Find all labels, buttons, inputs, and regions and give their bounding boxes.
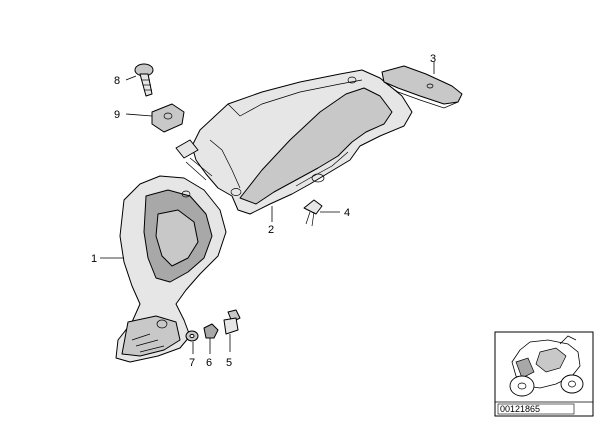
part-7-washer bbox=[185, 330, 199, 342]
part-4-clip bbox=[303, 199, 323, 227]
callout-3: 3 bbox=[430, 53, 436, 65]
callout-9: 9 bbox=[114, 109, 120, 121]
leader-lines bbox=[100, 62, 435, 354]
part-5-bolt bbox=[223, 309, 241, 335]
callout-6: 6 bbox=[206, 357, 212, 369]
callout-8: 8 bbox=[114, 75, 120, 87]
part-2-rear-inner-cover bbox=[175, 69, 413, 215]
part-3-cover-plate bbox=[381, 65, 463, 109]
part-6-nut bbox=[203, 323, 219, 339]
reference-thumbnail: 00121865 bbox=[494, 331, 594, 417]
part-9-clip-nut bbox=[151, 103, 185, 133]
callout-2: 2 bbox=[268, 224, 274, 236]
callout-1: 1 bbox=[91, 253, 97, 265]
callout-7: 7 bbox=[189, 357, 195, 369]
reference-code: 00121865 bbox=[500, 404, 540, 414]
motorcycle-thumbnail-icon bbox=[509, 335, 584, 397]
part-8-screw-top bbox=[134, 63, 154, 97]
callout-5: 5 bbox=[226, 357, 232, 369]
callout-4: 4 bbox=[344, 207, 350, 219]
part-1-inner-fender bbox=[115, 175, 227, 363]
